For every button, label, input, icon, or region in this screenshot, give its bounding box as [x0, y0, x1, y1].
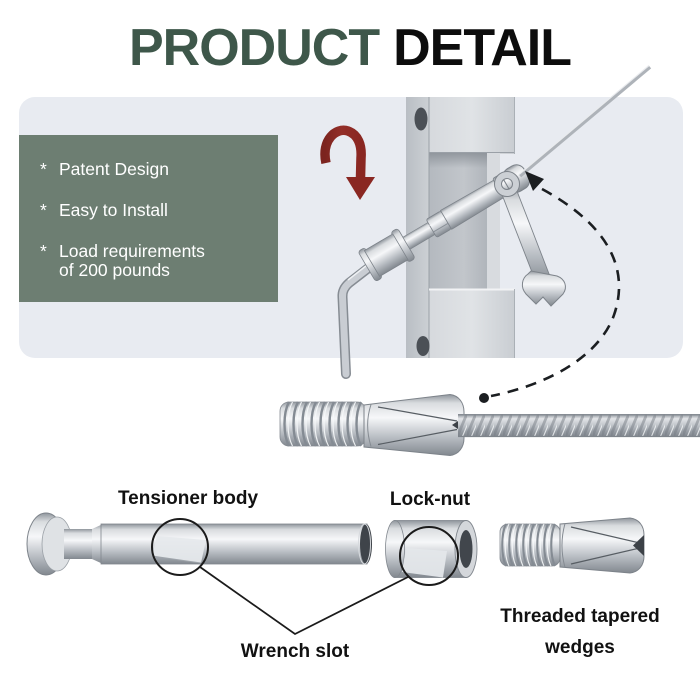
wrench [494, 171, 566, 307]
feature-text: Load requirements of 200 pounds [59, 241, 205, 280]
post-hole-top [414, 107, 428, 131]
feature-item: * Easy to Install [40, 201, 270, 220]
label-tensioner-body: Tensioner body [117, 488, 259, 509]
threaded-wedge-part [499, 517, 645, 574]
features-box: * Patent Design * Easy to Install * Load… [19, 135, 278, 302]
railing-post [406, 97, 515, 358]
label-wrench-slot: Wrench slot [240, 641, 350, 662]
lock-nut-part [385, 520, 478, 578]
callout-circles-and-lines [151, 518, 459, 636]
tensioner-body-part [26, 512, 372, 576]
label-lock-nut: Lock-nut [389, 489, 471, 510]
feature-text: Patent Design [59, 159, 169, 179]
bullet-asterisk: * [40, 200, 47, 220]
magnifier-circle-locknut [399, 526, 459, 586]
install-pointer-arrow-icon [479, 171, 621, 403]
threaded-stud-and-wedge [279, 393, 700, 457]
steel-cable-top [518, 65, 652, 178]
feature-text: Easy to Install [59, 200, 168, 220]
rotation-arrow-icon [320, 125, 375, 200]
title-word-product: PRODUCT [128, 19, 380, 77]
post-hole-bottom [416, 336, 430, 356]
wrench-slot-flat [402, 548, 447, 578]
bullet-asterisk: * [40, 159, 47, 179]
cable-end-fitting [337, 261, 376, 379]
callout-lines [199, 566, 409, 636]
bullet-asterisk: * [40, 241, 47, 261]
label-threaded-wedges: Threaded tapered wedges [500, 606, 660, 658]
feature-item: * Load requirements of 200 pounds [40, 242, 270, 280]
magnifier-circle-tensioner [151, 518, 209, 576]
title-word-detail: DETAIL [393, 19, 572, 77]
feature-item: * Patent Design [40, 160, 270, 179]
steel-cable-run [458, 414, 700, 438]
wrench-slot-flat [152, 536, 206, 563]
